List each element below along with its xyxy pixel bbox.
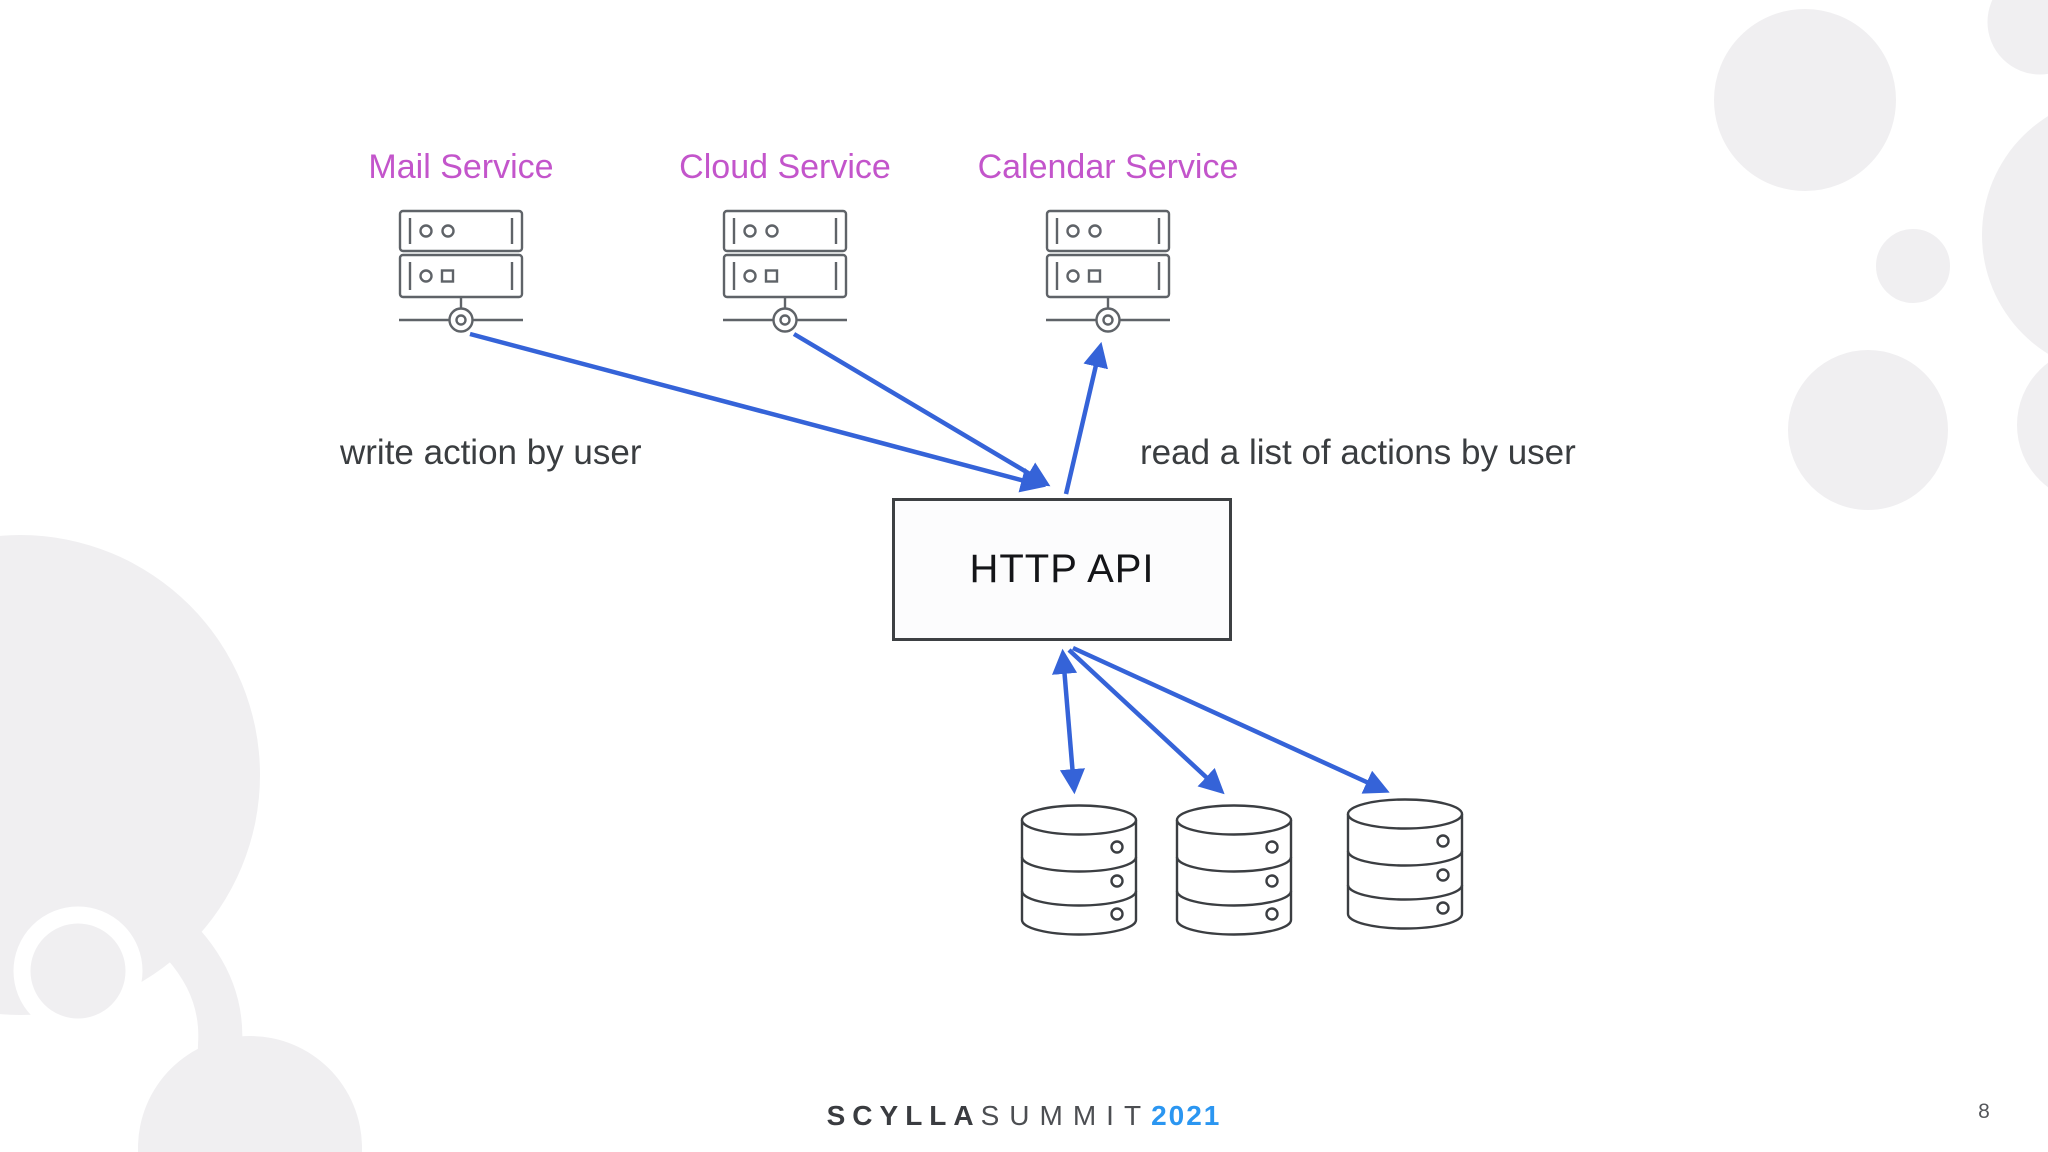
arrow-cloud-to-api [792,332,1051,487]
server-icon-cloud [722,209,848,333]
database-icon-1 [1020,804,1138,936]
service-label-calendar: Calendar Service [977,148,1239,186]
service-label-cloud: Cloud Service [679,148,891,186]
service-label-mail: Mail Service [368,148,554,186]
arrow-api-to-db2 [1067,648,1225,795]
page-number: 8 [1978,1100,1990,1123]
server-icon-mail [398,209,524,333]
write-action-label: write action by user [340,433,642,472]
http-api-box: HTTP API [892,498,1232,641]
footer-brand: SCYLLASUMMIT2021 [0,1099,2048,1133]
blob-bottom-left [0,535,362,1152]
arrow-api-to-calendar [1063,341,1108,495]
server-icon-calendar [1045,209,1171,333]
footer-brand-year: 2021 [1151,1100,1222,1131]
arrow-api-db1-bidirectional [1052,648,1085,795]
database-icon-3 [1346,798,1464,930]
arrow-api-to-db3 [1072,645,1390,794]
read-action-label: read a list of actions by user [1140,433,1576,472]
http-api-label: HTTP API [969,547,1155,591]
blob-top-right [1696,0,2048,526]
footer-brand-scylla: SCYLLA [826,1100,981,1131]
database-icon-2 [1175,804,1293,936]
arrow-mail-to-api [469,331,1047,493]
footer-brand-summit: SUMMIT [980,1100,1152,1131]
